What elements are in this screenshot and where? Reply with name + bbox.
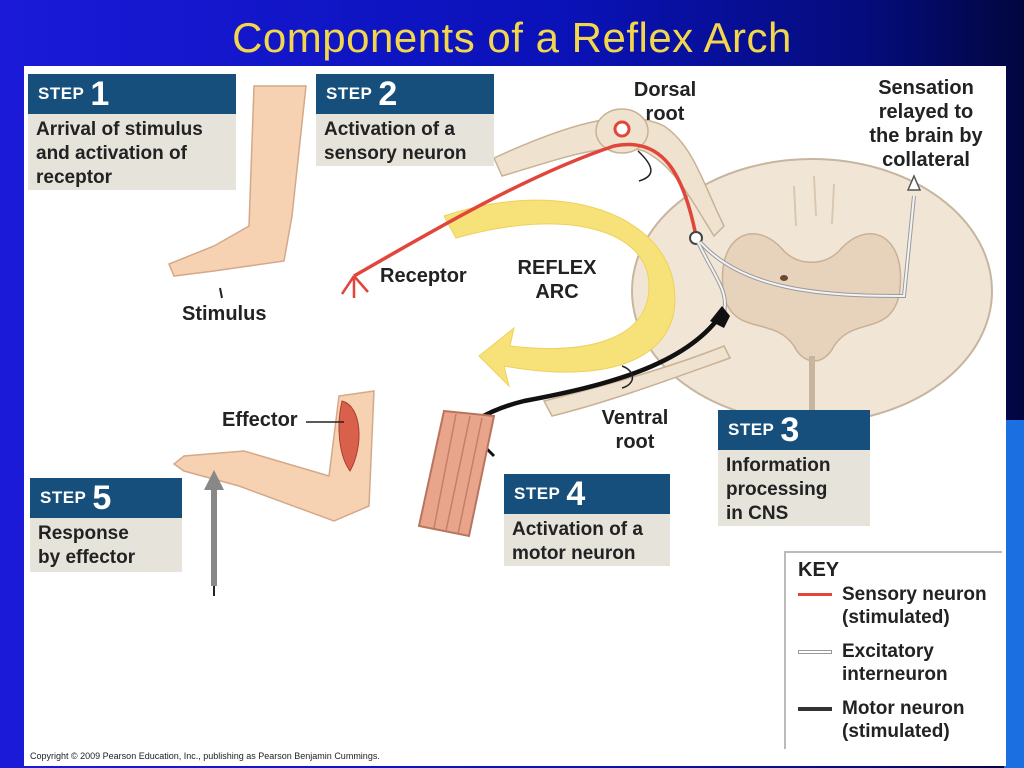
step-4-number: 4: [566, 475, 586, 513]
ventral-root-label: Ventral root: [601, 407, 669, 453]
step-3-number: 3: [780, 411, 800, 449]
lower-arm: [172, 390, 375, 596]
legend-interneuron-line: [798, 650, 832, 654]
step-2-box: STEP 2 Activation of a sensory neuron: [316, 74, 494, 166]
step-5-text: Response by effector: [38, 523, 136, 568]
step-4-word: STEP: [514, 484, 561, 503]
dorsal-root-label: Dorsal root: [633, 79, 697, 125]
step-4-text: Activation of a motor neuron: [512, 519, 643, 564]
step-2-word: STEP: [326, 84, 373, 103]
step-3-box: STEP 3 Information processing in CNS: [718, 410, 870, 526]
legend: KEY Sensory neuron (stimulated) Excitato…: [784, 551, 1002, 749]
slide-title: Components of a Reflex Arch: [232, 14, 792, 61]
step-1-header: STEP 1: [28, 74, 236, 114]
reflex-arc-arrow: [443, 199, 676, 388]
step-2-text: Activation of a sensory neuron: [324, 119, 467, 164]
muscle-bundle: [417, 409, 496, 538]
motor-neuron-cell-body: [710, 306, 730, 328]
ventral-root-pointer: [621, 365, 634, 389]
effector-label: Effector: [222, 409, 298, 431]
synapse-sensory: [689, 231, 703, 245]
step-2-header: STEP 2: [316, 74, 494, 114]
stimulus-label: Stimulus: [182, 303, 267, 325]
legend-sensory-label: Sensory neuron (stimulated): [842, 584, 987, 628]
legend-motor-line: [798, 707, 832, 711]
receptor-label: Receptor: [380, 265, 467, 287]
step-5-number: 5: [92, 479, 112, 517]
legend-interneuron-label: Excitatory interneuron: [842, 641, 948, 685]
step-1-number: 1: [90, 75, 110, 113]
step-2-number: 2: [378, 75, 398, 113]
diagram-panel: STEP 1 Arrival of stimulus and activatio…: [24, 66, 1006, 766]
step-3-word: STEP: [728, 420, 775, 439]
step-5-word: STEP: [40, 488, 87, 507]
legend-sensory-line: [798, 593, 832, 596]
dorsal-root-pointer: [637, 150, 652, 182]
step-1-text: Arrival of stimulus and activation of re…: [36, 119, 203, 188]
step-1-box: STEP 1 Arrival of stimulus and activatio…: [28, 74, 236, 190]
receptor-endings: [340, 275, 369, 298]
legend-title: KEY: [798, 559, 840, 581]
reflex-arc-label: REFLEX ARC: [517, 257, 597, 303]
collateral-arrow: [906, 174, 922, 191]
sensation-label: Sensation relayed to the brain by collat…: [869, 77, 983, 171]
step-1-word: STEP: [38, 84, 85, 103]
slide-accent-bar: [1004, 420, 1024, 768]
copyright-notice: Copyright © 2009 Pearson Education, Inc.…: [30, 751, 380, 761]
step-4-box: STEP 4 Activation of a motor neuron: [504, 474, 670, 566]
dorsal-root-ganglion: [493, 108, 725, 238]
legend-motor-label: Motor neuron (stimulated): [842, 698, 965, 742]
step-3-text: Information processing in CNS: [726, 455, 831, 524]
step-4-header: STEP 4: [504, 474, 670, 514]
step-5-header: STEP 5: [30, 478, 182, 518]
upper-arm: [168, 85, 307, 299]
reflex-arc-illustration: [168, 85, 993, 596]
step-3-header: STEP 3: [718, 410, 870, 450]
sensory-neuron: [353, 142, 698, 278]
step-5-box: STEP 5 Response by effector: [30, 478, 182, 572]
